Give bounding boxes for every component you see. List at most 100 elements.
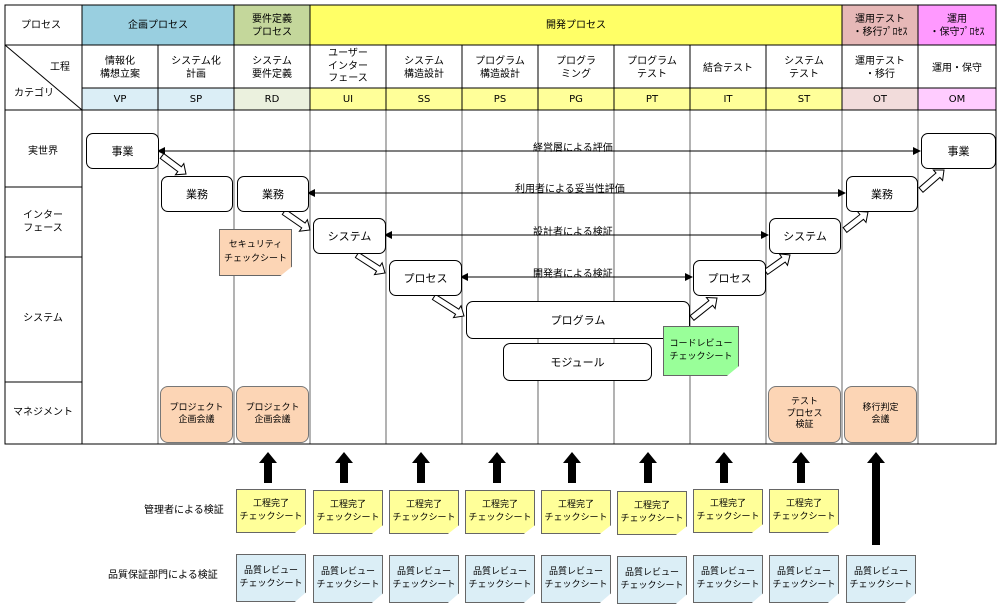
- flow-jigyo-gyomu: [159, 152, 187, 176]
- code-ui: UI: [342, 94, 354, 105]
- phase-om: 運用・保守: [932, 63, 982, 74]
- box-system-st: システム: [769, 218, 841, 254]
- completion-checksheet-pg: 工程完了 チェックシート: [541, 490, 611, 534]
- code-review-checksheet: コードレビュー チェックシート: [663, 326, 739, 376]
- phase-bg-7: [613, 44, 691, 89]
- kotei-label: 工程: [50, 62, 70, 73]
- band-unyo-hoshu: 運用 ・保守ﾌﾟﾛｾｽ: [929, 14, 985, 38]
- phase-ps: プログラム 構造設計: [475, 56, 525, 80]
- box-program: プログラム: [466, 301, 690, 339]
- phase-sp: システム化 計画: [171, 56, 221, 80]
- quality-checksheet-pt: 品質レビュー チェックシート: [617, 556, 687, 604]
- code-vp: VP: [113, 94, 127, 105]
- phase-vp: 情報化 構想立案: [100, 56, 140, 80]
- phase-ui: ユーザー インター フェース: [328, 48, 368, 84]
- completion-checksheet-pt: 工程完了 チェックシート: [617, 491, 687, 535]
- category-label: カテゴリ: [14, 88, 54, 99]
- box-gyomu-sp: 業務: [161, 176, 233, 212]
- band-kaihatsu: 開発プロセス: [546, 20, 606, 31]
- box-process-it: プロセス: [693, 260, 766, 296]
- upload-arrow-0: [259, 452, 277, 483]
- box-jigyo-left: 事業: [86, 133, 159, 169]
- phase-bg-5: [461, 44, 539, 89]
- band-kikaku: 企画プロセス: [128, 20, 188, 31]
- upload-arrow-ot: [867, 452, 885, 545]
- box-jigyo-right: 事業: [921, 133, 996, 169]
- code-st: ST: [797, 94, 811, 105]
- code-it: IT: [723, 94, 733, 105]
- upload-arrow-5: [639, 452, 657, 483]
- band-bg-0: [81, 4, 235, 46]
- label-sekkei-check: 設計者による検証: [533, 227, 613, 238]
- security-checksheet: セキュリティ チェックシート: [219, 229, 292, 276]
- code-ot: OT: [873, 94, 887, 105]
- process-header-label: プロセス: [21, 20, 61, 31]
- phase-bg-8: [689, 44, 767, 89]
- box-system-ui: システム: [313, 218, 386, 254]
- box-module: モジュール: [503, 343, 652, 381]
- qa-verification-label: 品質保証部門による検証: [108, 570, 218, 581]
- code-ss: SS: [417, 94, 431, 105]
- phase-ot: 運用テスト ・移行: [855, 56, 905, 80]
- upload-arrow-2: [412, 452, 430, 483]
- band-yoken: 要件定義 プロセス: [252, 14, 292, 38]
- label-riyo-eval: 利用者による妥当性評価: [515, 184, 625, 195]
- project-meeting-sp: プロジェクト 企画会議: [160, 386, 233, 443]
- phase-pt: プログラム テスト: [627, 56, 677, 80]
- process-label-cell: [4, 4, 83, 46]
- quality-checksheet-ot: 品質レビュー チェックシート: [846, 555, 916, 603]
- completion-checksheet-ui: 工程完了 チェックシート: [313, 490, 383, 534]
- quality-checksheet-st: 品質レビュー チェックシート: [769, 555, 839, 603]
- code-rd: RD: [264, 94, 280, 105]
- completion-checksheet-ps: 工程完了 チェックシート: [465, 490, 535, 534]
- band-unyo-test: 運用テスト ・移行ﾌﾟﾛｾｽ: [852, 14, 908, 38]
- box-process-ss: プロセス: [389, 260, 462, 296]
- test-process-review: テスト プロセス 検証: [768, 386, 841, 443]
- label-kaihatsu-check: 開発者による検証: [533, 269, 613, 280]
- upload-arrow-3: [488, 452, 506, 483]
- band-bg-2: [309, 4, 843, 46]
- category-diagonal: [4, 44, 83, 111]
- quality-checksheet-it: 品質レビュー チェックシート: [693, 555, 763, 603]
- row-label-management: マネジメント: [13, 407, 73, 418]
- code-ps: PS: [493, 94, 507, 105]
- phase-bg-2: [233, 44, 311, 89]
- quality-checksheet-pg: 品質レビュー チェックシート: [541, 555, 611, 603]
- migration-decision-meeting: 移行判定 会議: [844, 386, 917, 443]
- box-gyomu-ot: 業務: [846, 176, 918, 212]
- manager-verification-label: 管理者による検証: [144, 505, 224, 516]
- upload-arrow-6: [715, 452, 733, 483]
- phase-bg-1: [157, 44, 235, 89]
- flow-system-process: [354, 251, 386, 276]
- code-om: OM: [948, 94, 966, 105]
- upload-arrow-1: [335, 452, 353, 483]
- code-sp: SP: [189, 94, 203, 105]
- phase-bg-9: [765, 44, 843, 89]
- label-keiei-eval: 経営層による評価: [533, 143, 613, 154]
- completion-checksheet-it: 工程完了 チェックシート: [693, 489, 763, 533]
- upload-arrow-4: [563, 452, 581, 483]
- flow-gyomu-jigyo: [918, 169, 945, 194]
- upload-arrow-7: [792, 452, 810, 483]
- row-label-jitsusekai: 実世界: [28, 146, 58, 157]
- flow-process-system: [763, 253, 791, 276]
- phase-bg-3: [309, 44, 387, 89]
- quality-checksheet-rd: 品質レビュー チェックシート: [236, 554, 306, 602]
- code-pg: PG: [569, 94, 583, 105]
- band-bg-1: [233, 4, 311, 46]
- row-label-interface: インター フェース: [23, 210, 63, 234]
- phase-rd: システム 要件定義: [252, 56, 292, 80]
- completion-checksheet-st: 工程完了 チェックシート: [769, 489, 839, 533]
- quality-checksheet-ss: 品質レビュー チェックシート: [389, 555, 459, 603]
- box-gyomu-rd: 業務: [237, 176, 309, 212]
- phase-bg-4: [385, 44, 463, 89]
- project-meeting-rd: プロジェクト 企画会議: [236, 386, 309, 443]
- completion-checksheet-rd: 工程完了 チェックシート: [236, 489, 306, 533]
- completion-checksheet-ss: 工程完了 チェックシート: [389, 490, 459, 534]
- phase-bg-11: [917, 44, 997, 89]
- phase-it: 結合テスト: [703, 63, 753, 74]
- flow-process-program: [431, 293, 465, 319]
- phase-st: システム テスト: [784, 56, 824, 80]
- code-pt: PT: [645, 94, 659, 105]
